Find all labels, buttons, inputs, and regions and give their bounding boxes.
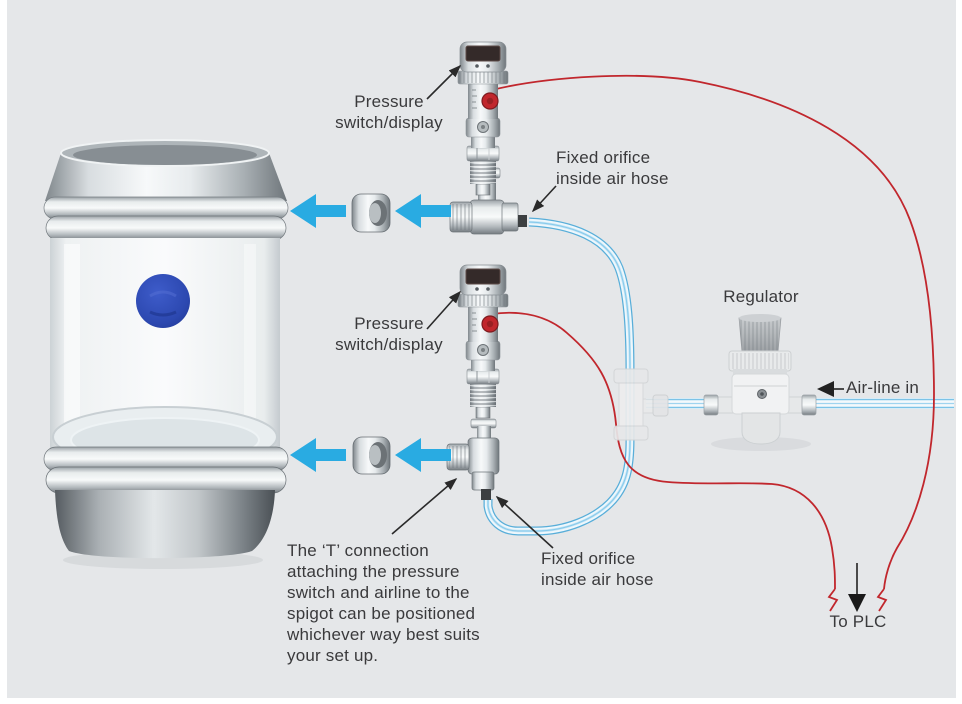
regulator-knob-top [739, 314, 781, 322]
vessel-top-rim-lower [45, 215, 287, 241]
t-connection-note: The ‘T’ connection attaching the pressur… [287, 541, 480, 665]
pointer-pressure-switch-top [426, 64, 462, 100]
vessel-opening-shadow [73, 145, 257, 165]
label-pressure-switch-top: Pressure switch/display [335, 92, 443, 132]
annotation-arrows [391, 64, 557, 549]
label-pressure-switch-mid: Pressure switch/display [335, 314, 443, 354]
wire-break-mid [827, 588, 839, 612]
pressure-switch-top [457, 41, 509, 196]
vessel-bottom-rim-lower [45, 466, 287, 494]
flow-arrow-bottom-right [395, 438, 451, 472]
pointer-pressure-switch-mid [426, 290, 462, 330]
vessel-top-wall [45, 153, 287, 201]
regulator-right-nut [801, 394, 817, 416]
air-hose-loop [488, 222, 630, 531]
flow-arrow-bottom-left [290, 438, 346, 472]
to-plc-arrow [848, 563, 866, 612]
label-to-plc: To PLC [829, 612, 887, 631]
vessel [43, 139, 289, 569]
flow-arrow-top-left [290, 194, 346, 228]
regulator-vent-hole [760, 392, 764, 396]
fixed-orifice-top [518, 215, 527, 227]
pointer-t-connection [391, 477, 458, 535]
signal-wire-top [491, 74, 935, 590]
label-fixed-orifice-bottom: Fixed orifice inside air hose [541, 549, 654, 589]
label-regulator: Regulator [723, 287, 799, 306]
glass-highlight-left [64, 244, 80, 444]
fixed-orifice-bottom [481, 489, 491, 500]
airline-in-arrow [817, 381, 844, 397]
regulator-collar-ribs [731, 353, 789, 369]
label-fixed-orifice-top: Fixed orifice inside air hose [556, 148, 669, 188]
signal-wire-mid [491, 311, 836, 590]
brand-logo-mark2 [149, 310, 177, 317]
pointer-fixed-orifice-top [531, 185, 557, 213]
regulator-device [703, 314, 817, 451]
regulator-bowl [741, 412, 781, 445]
pressure-switch-mid [457, 264, 509, 419]
brand-logo [136, 274, 190, 328]
spigot-fitting-top [351, 193, 391, 233]
glass-highlight-right [244, 244, 256, 444]
label-air-line-in: Air-line in [846, 378, 920, 397]
brand-logo-mark [149, 290, 177, 298]
tee-connection-top [449, 167, 527, 235]
spigot-fitting-bottom [352, 436, 391, 475]
regulator-neck [733, 369, 787, 376]
regulator-left-nut [703, 394, 719, 416]
regulator-knob-ridges [739, 318, 781, 352]
wire-break-top [876, 588, 888, 612]
flow-arrow-top-right [395, 194, 451, 228]
tee-connection-bottom [446, 418, 500, 500]
pointer-fixed-orifice-bottom [495, 495, 554, 549]
air-splitter-tee [613, 368, 669, 441]
vessel-base [55, 490, 275, 559]
